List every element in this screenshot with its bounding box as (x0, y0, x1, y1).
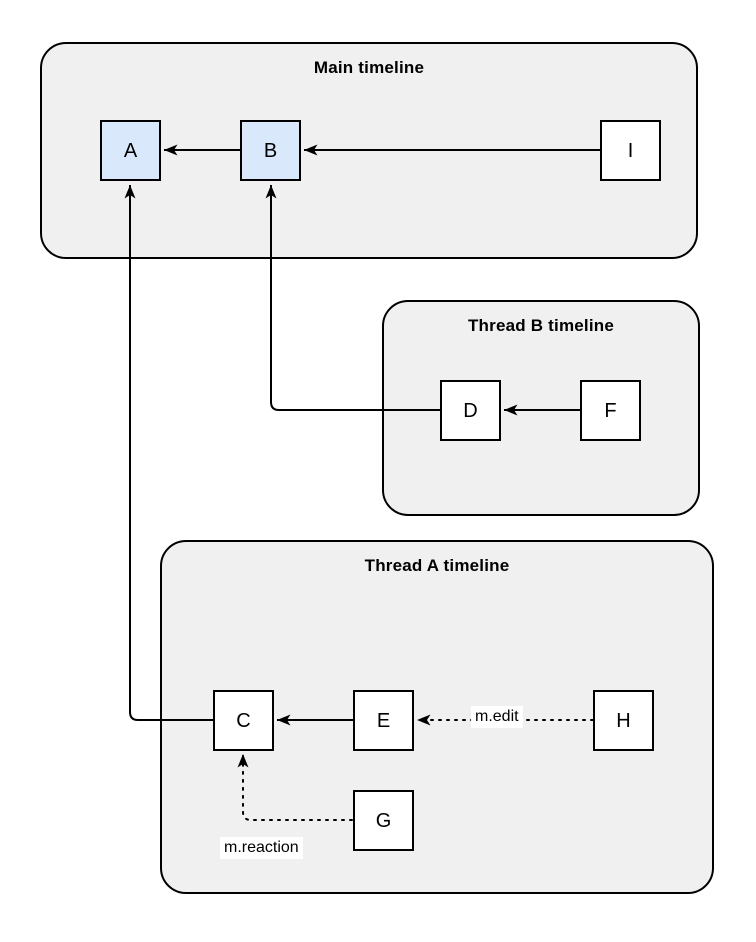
node-C-label: C (236, 709, 251, 732)
node-H: H (593, 690, 654, 751)
node-A-label: A (123, 139, 138, 162)
container-title-main: Main timeline (313, 58, 425, 77)
node-F-label: F (604, 399, 617, 422)
node-E: E (353, 690, 414, 751)
container-title-thread-b: Thread B timeline (467, 316, 615, 335)
container-title-thread-a: Thread A timeline (364, 556, 510, 575)
node-F: F (580, 380, 641, 441)
node-B-label: B (263, 139, 278, 162)
node-B: B (240, 120, 301, 181)
node-D-label: D (463, 399, 478, 422)
node-D: D (440, 380, 501, 441)
node-H-label: H (616, 709, 631, 732)
node-A: A (100, 120, 161, 181)
node-C: C (213, 690, 274, 751)
node-G-label: G (375, 809, 392, 832)
node-E-label: E (376, 709, 391, 732)
container-thread-b-timeline: Thread B timeline (382, 300, 700, 516)
node-I: I (600, 120, 661, 181)
node-I-label: I (627, 139, 634, 162)
edge-label-m-reaction: m.reaction (220, 837, 303, 859)
node-G: G (353, 790, 414, 851)
edge-label-m-edit: m.edit (471, 706, 523, 728)
